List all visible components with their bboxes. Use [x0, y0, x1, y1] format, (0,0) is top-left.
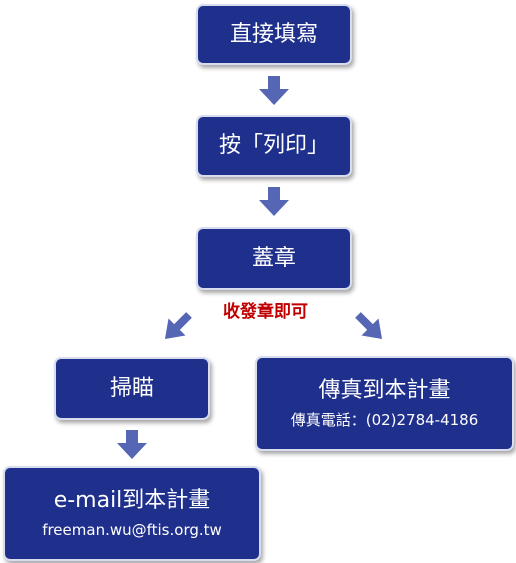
step-fill-in-label: 直接填寫	[229, 21, 318, 47]
down-left-arrow	[164, 312, 192, 340]
stamp-note: 收發章即可	[223, 302, 308, 322]
step-stamp: 蓋章	[196, 227, 352, 290]
step-stamp-label: 蓋章	[251, 245, 296, 271]
step-scan: 掃瞄	[54, 357, 210, 420]
step-email-label: e-mail到本計畫	[53, 487, 211, 513]
step-print: 按「列印」	[196, 115, 352, 177]
email-address: freeman.wu@ftis.org.tw	[42, 521, 222, 540]
step-email: e-mail到本計畫 freeman.wu@ftis.org.tw	[3, 466, 261, 561]
step-print-label: 按「列印」	[218, 133, 329, 159]
step-scan-label: 掃瞄	[109, 375, 154, 401]
down-arrow-3	[117, 430, 147, 459]
step-fax: 傳真到本計畫 傳真電話：(02)2784-4186	[255, 356, 514, 451]
down-right-arrow	[355, 312, 383, 340]
down-arrow-2	[259, 187, 289, 216]
step-fill-in: 直接填寫	[196, 4, 352, 65]
step-fax-label: 傳真到本計畫	[318, 377, 451, 403]
fax-number: 傳真電話：(02)2784-4186	[290, 411, 479, 430]
down-arrow-1	[259, 76, 289, 105]
